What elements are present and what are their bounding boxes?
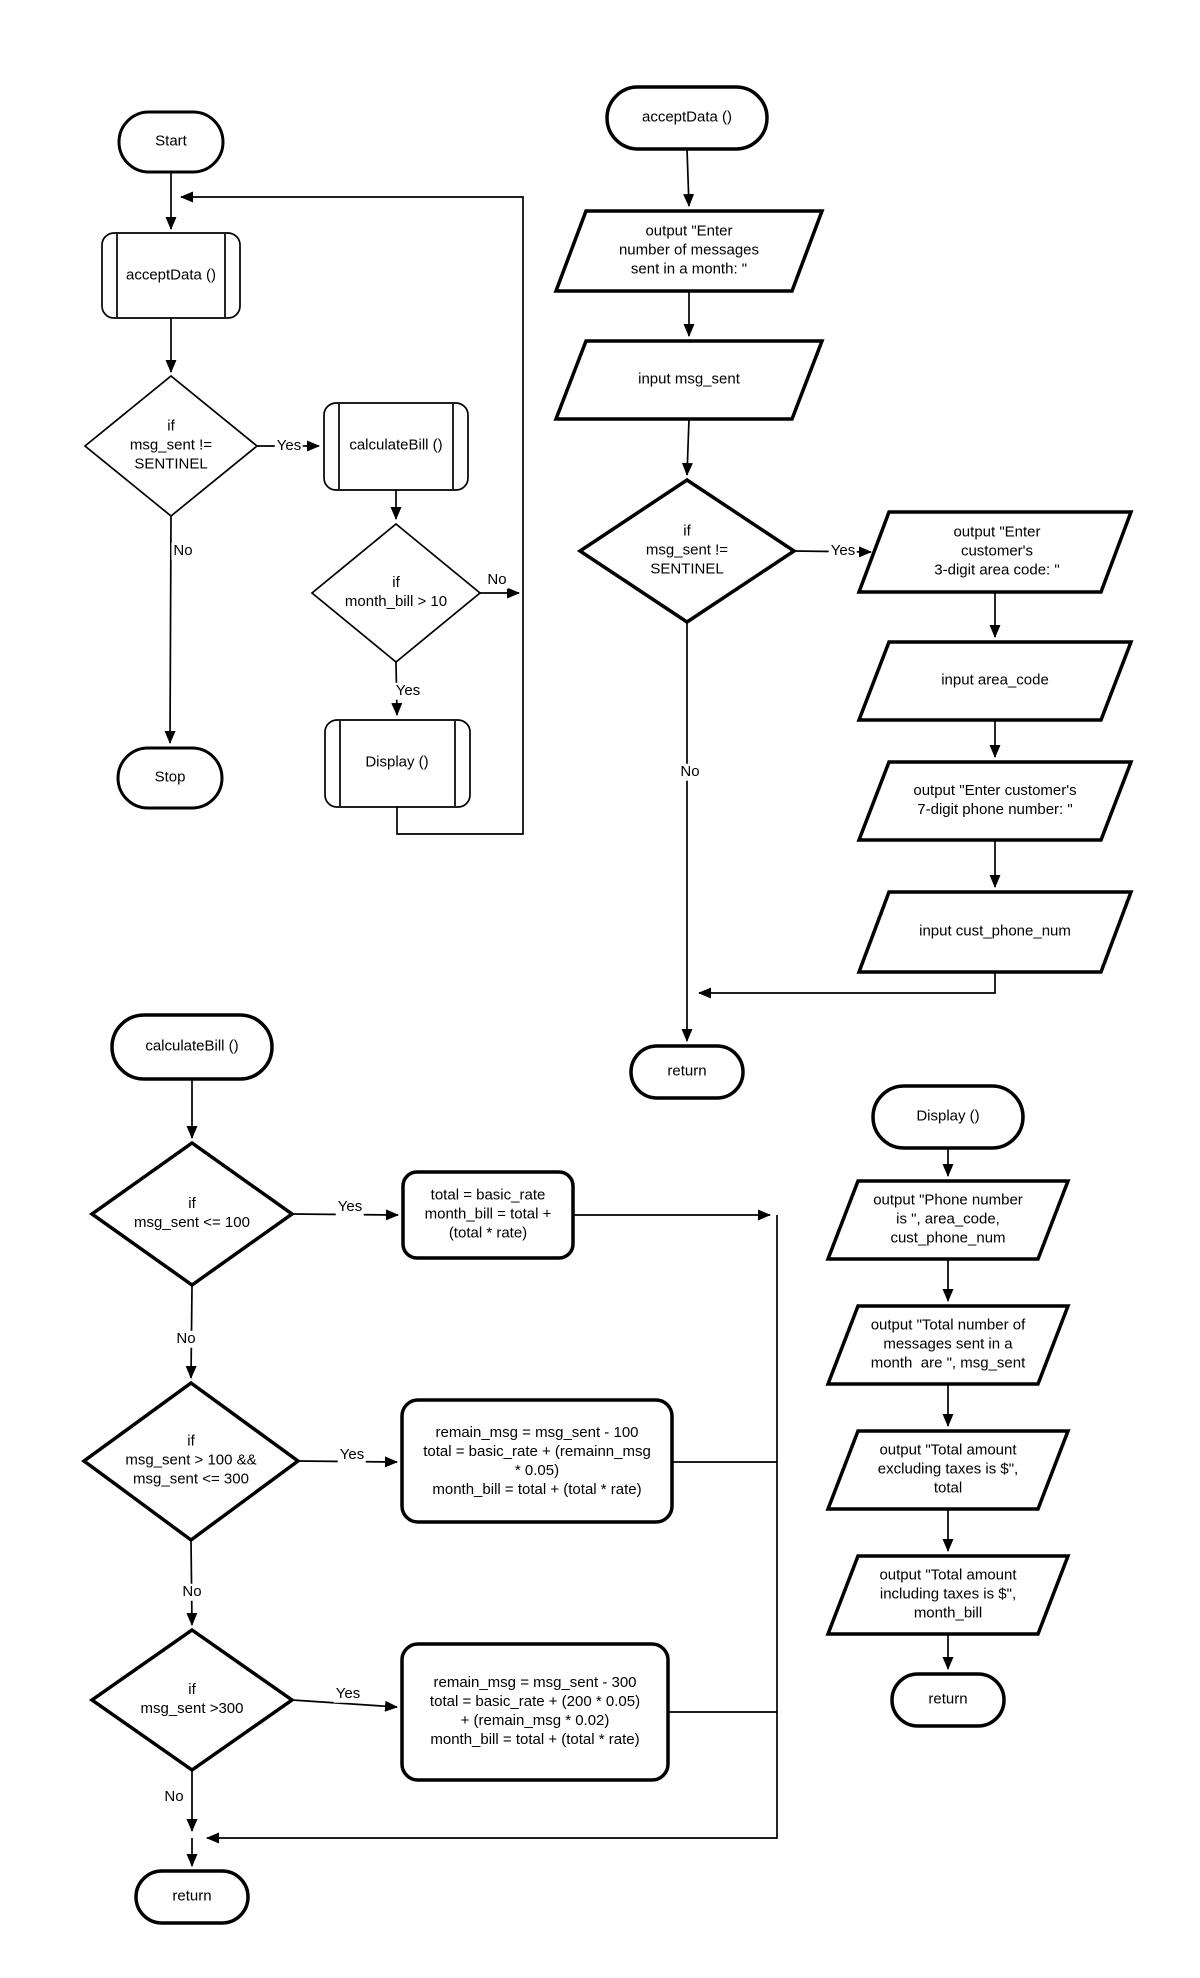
- acceptdata-yes-label: Yes: [828, 541, 858, 560]
- main-flow-edges: [164, 172, 524, 835]
- output-including-taxes-shape: [825, 1554, 1071, 1636]
- output-total-messages-shape: [825, 1304, 1071, 1386]
- calculatebill-call-label: calculateBill (): [349, 436, 443, 454]
- edge-tier3-yes-to-process3: [291, 1699, 398, 1712]
- output-phone-prompt-shape: [856, 760, 1134, 842]
- acceptdata-call-label: acceptData (): [125, 266, 217, 284]
- calculatebill-flow-shapes: [81, 1013, 674, 1925]
- output-including-taxes-label: output "Total amount including taxes is …: [879, 1566, 1017, 1622]
- display-return-shape: [890, 1672, 1006, 1728]
- sentinel-decision-label: if msg_sent != SENTINEL: [129, 417, 213, 473]
- stop-terminal-shape: [116, 746, 224, 810]
- edge-loopback-to-acceptdata: [180, 191, 524, 835]
- input-areacode-shape: [856, 640, 1134, 722]
- display-flow-shapes: [825, 1084, 1071, 1728]
- output-areacode-prompt-shape: [856, 510, 1134, 594]
- display-call-shape: [324, 719, 471, 808]
- output-phone-number-shape: [825, 1179, 1071, 1261]
- sentinel-no-label: No: [171, 541, 195, 560]
- display-title-terminal-shape: [871, 1084, 1025, 1150]
- input-areacode-label: input area_code: [941, 671, 1049, 689]
- monthbill-no-label: No: [485, 570, 509, 589]
- calculatebill-title-terminal-shape: [110, 1013, 274, 1081]
- output-areacode-prompt-label: output "Enter customer's 3-digit area co…: [934, 523, 1060, 579]
- acceptdata-title-terminal-shape: [605, 85, 769, 151]
- display-title-label: Display (): [916, 1107, 980, 1125]
- start-terminal-shape: [117, 110, 225, 174]
- tier3-process-label: remain_msg = msg_sent - 300 total = basi…: [429, 1674, 641, 1748]
- tier2-no-label: No: [180, 1582, 204, 1601]
- acceptdata-flow-shapes: [553, 85, 1134, 1100]
- sentinel-decision-shape: [83, 374, 259, 518]
- acceptdata-flow-edges: [681, 148, 1001, 1042]
- input-msgsent-shape: [553, 339, 825, 421]
- acceptdata-sentinel-decision-shape: [576, 477, 798, 625]
- output-excluding-taxes-label: output "Total amount excluding taxes is …: [877, 1441, 1019, 1497]
- tier2-yes-label: Yes: [337, 1445, 367, 1464]
- main-flow-shapes: [83, 110, 482, 810]
- tier2-decision-shape: [81, 1380, 301, 1543]
- output-excluding-taxes-shape: [825, 1429, 1071, 1511]
- acceptdata-title-label: acceptData (): [641, 108, 733, 126]
- sentinel-yes-label: Yes: [274, 436, 304, 455]
- display-return-label: return: [928, 1690, 968, 1708]
- acceptdata-no-label: No: [678, 762, 702, 781]
- calculatebill-return-label: return: [172, 1887, 212, 1905]
- input-phone-label: input cust_phone_num: [919, 922, 1071, 940]
- input-phone-shape: [856, 890, 1134, 974]
- output-phone-prompt-label: output "Enter customer's 7-digit phone n…: [913, 782, 1077, 818]
- tier1-yes-label: Yes: [335, 1197, 365, 1216]
- acceptdata-return-shape: [629, 1044, 745, 1100]
- tier1-no-label: No: [174, 1329, 198, 1348]
- tier3-process-shape: [400, 1642, 670, 1782]
- edge-input-phone-to-no-line: [698, 972, 996, 999]
- start-label: Start: [155, 132, 187, 150]
- tier1-process-label: total = basic_rate month_bill = total + …: [424, 1186, 552, 1242]
- output-messages-prompt-shape: [553, 209, 825, 293]
- tier2-process-label: remain_msg = msg_sent - 100 total = basi…: [423, 1424, 651, 1498]
- acceptdata-sentinel-decision-label: if msg_sent != SENTINEL: [645, 522, 729, 578]
- tier3-no-label: No: [162, 1787, 186, 1806]
- acceptdata-return-label: return: [667, 1062, 707, 1080]
- display-call-label: Display (): [365, 753, 429, 771]
- edge-tier2-no-to-tier3: [186, 1539, 198, 1626]
- edge-acceptdata-title-to-output1: [683, 148, 695, 207]
- output-phone-number-label: output "Phone number is ", area_code, cu…: [873, 1191, 1023, 1247]
- calculatebill-title-label: calculateBill (): [145, 1037, 239, 1055]
- tier3-decision-label: if msg_sent >300: [140, 1681, 244, 1717]
- edge-input-msgsent-to-decision: [681, 418, 693, 476]
- input-msgsent-label: input msg_sent: [638, 370, 740, 388]
- edge-sentinel-no-to-stop: [164, 515, 176, 744]
- edge-collector-to-return-junction: [206, 1215, 778, 1844]
- calculatebill-call-shape: [323, 402, 469, 491]
- monthbill-decision-label: if month_bill > 10: [344, 574, 448, 610]
- tier2-decision-label: if msg_sent > 100 && msg_sent <= 300: [125, 1432, 257, 1488]
- monthbill-decision-shape: [310, 522, 482, 664]
- tier3-decision-shape: [88, 1627, 296, 1773]
- stop-label: Stop: [154, 768, 186, 786]
- monthbill-yes-label: Yes: [393, 681, 423, 700]
- tier3-yes-label: Yes: [333, 1684, 363, 1703]
- output-total-messages-label: output "Total number of messages sent in…: [870, 1316, 1026, 1372]
- tier1-decision-label: if msg_sent <= 100: [134, 1195, 250, 1231]
- acceptdata-call-shape: [101, 232, 241, 319]
- tier1-decision-shape: [88, 1140, 296, 1288]
- tier2-process-shape: [400, 1398, 674, 1524]
- calculatebill-flow-edges: [185, 1079, 778, 1867]
- calculatebill-return-shape: [134, 1869, 250, 1925]
- tier1-process-shape: [401, 1170, 575, 1260]
- output-messages-prompt-label: output "Enter number of messages sent in…: [618, 222, 760, 278]
